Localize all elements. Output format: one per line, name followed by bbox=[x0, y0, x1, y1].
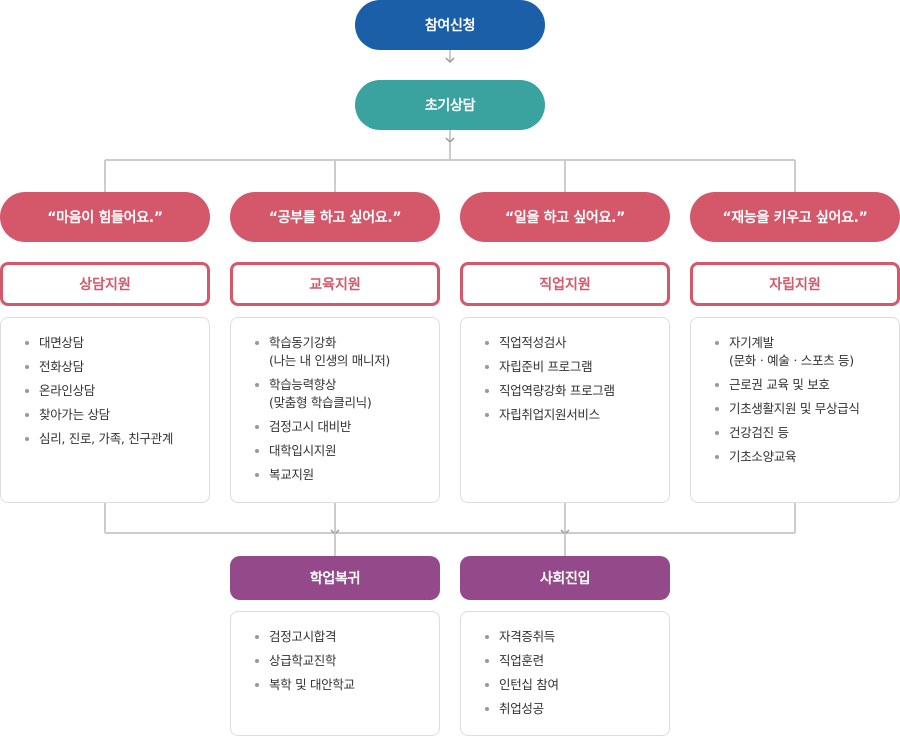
list-item: 자립준비 프로그램 bbox=[485, 358, 659, 376]
branch-label-counseling: 상담지원 bbox=[0, 262, 210, 306]
list-item: 상급학교진학 bbox=[255, 652, 429, 670]
list-item: 찾아가는 상담 bbox=[25, 406, 199, 424]
branch-quote-work: “일을 하고 싶어요.” bbox=[460, 192, 670, 242]
list-item: 검정고시 대비반 bbox=[255, 418, 429, 436]
list-item: 학습동기강화 (나는 내 인생의 매니저) bbox=[255, 334, 429, 370]
list-item: 자기계발 (문화ㆍ예술ㆍ스포츠 등) bbox=[715, 334, 889, 370]
list-item: 근로권 교육 및 보호 bbox=[715, 376, 889, 394]
list-item: 건강검진 등 bbox=[715, 424, 889, 442]
list-item: 인턴십 참여 bbox=[485, 676, 659, 694]
branch-quote-study: “공부를 하고 싶어요.” bbox=[230, 192, 440, 242]
list-item: 복학 및 대안학교 bbox=[255, 676, 429, 694]
list-item: 기초소양교육 bbox=[715, 448, 889, 466]
branch-card-education: 학습동기강화 (나는 내 인생의 매니저) 학습능력향상 (맞춤형 학습클리닉)… bbox=[230, 317, 440, 503]
branch-card-counseling: 대면상담 전화상담 온라인상담 찾아가는 상담 심리, 진로, 가족, 친구관계 bbox=[0, 317, 210, 503]
branch-label-job: 직업지원 bbox=[460, 262, 670, 306]
list-item: 심리, 진로, 가족, 친구관계 bbox=[25, 430, 199, 448]
branch-quote-emotional: “마음이 힘들어요.” bbox=[0, 192, 210, 242]
list-item: 자립취업지원서비스 bbox=[485, 406, 659, 424]
list-item: 직업훈련 bbox=[485, 652, 659, 670]
outcome-card-school-return: 검정고시합격 상급학교진학 복학 및 대안학교 bbox=[230, 611, 440, 736]
list-item: 온라인상담 bbox=[25, 382, 199, 400]
list-item: 자격증취득 bbox=[485, 628, 659, 646]
list-item: 대학입시지원 bbox=[255, 442, 429, 460]
initial-consult-step: 초기상담 bbox=[355, 80, 545, 130]
branch-quote-talent: “재능을 키우고 싶어요.” bbox=[690, 192, 900, 242]
list-item: 기초생활지원 및 무상급식 bbox=[715, 400, 889, 418]
list-item: 직업역량강화 프로그램 bbox=[485, 382, 659, 400]
branch-label-education: 교육지원 bbox=[230, 262, 440, 306]
outcome-title-social-entry: 사회진입 bbox=[460, 556, 670, 600]
outcome-title-school-return: 학업복귀 bbox=[230, 556, 440, 600]
branch-label-independence: 자립지원 bbox=[690, 262, 900, 306]
apply-step: 참여신청 bbox=[355, 0, 545, 50]
list-item: 전화상담 bbox=[25, 358, 199, 376]
branch-card-independence: 자기계발 (문화ㆍ예술ㆍ스포츠 등) 근로권 교육 및 보호 기초생활지원 및 … bbox=[690, 317, 900, 503]
outcome-card-social-entry: 자격증취득 직업훈련 인턴십 참여 취업성공 bbox=[460, 611, 670, 736]
list-item: 대면상담 bbox=[25, 334, 199, 352]
list-item: 검정고시합격 bbox=[255, 628, 429, 646]
branch-card-job: 직업적성검사 자립준비 프로그램 직업역량강화 프로그램 자립취업지원서비스 bbox=[460, 317, 670, 503]
list-item: 직업적성검사 bbox=[485, 334, 659, 352]
list-item: 취업성공 bbox=[485, 700, 659, 718]
list-item: 복교지원 bbox=[255, 466, 429, 484]
list-item: 학습능력향상 (맞춤형 학습클리닉) bbox=[255, 376, 429, 412]
